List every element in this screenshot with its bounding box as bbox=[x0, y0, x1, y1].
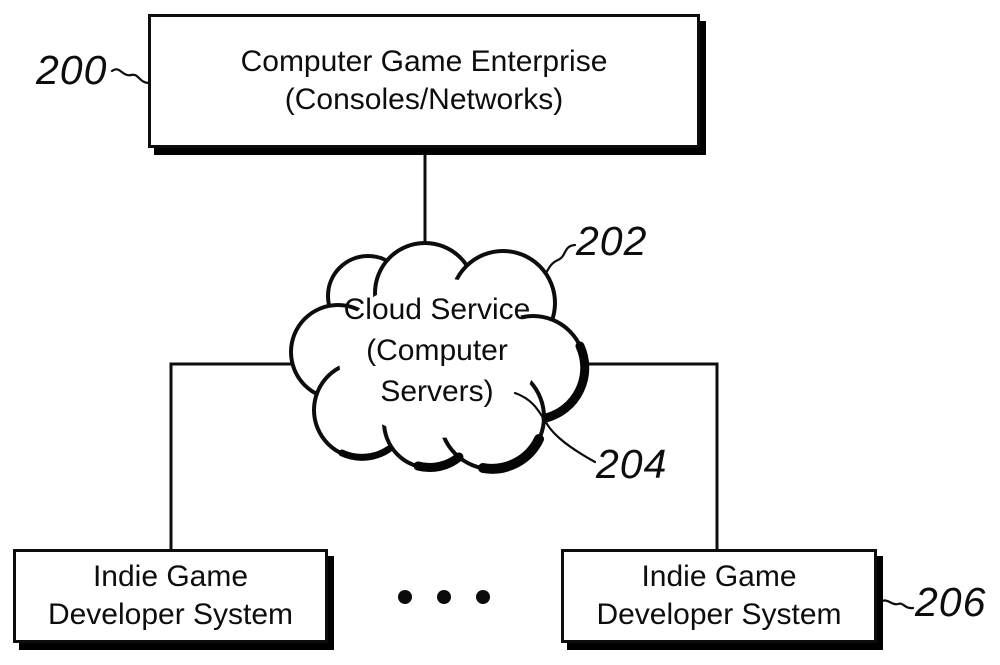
node-indie-left-line1: Indie Game bbox=[92, 560, 249, 593]
cloud-shadow-strokes bbox=[338, 341, 590, 474]
node-indie-right-line1: Indie Game bbox=[641, 560, 797, 593]
node-indie-left-line2: Developer System bbox=[47, 598, 294, 631]
leader-204 bbox=[513, 391, 597, 464]
node-indie-right: Indie Game Developer System bbox=[561, 549, 877, 643]
cloud-icon bbox=[289, 241, 587, 471]
node-cloud-label: Cloud Service (Computer Servers) bbox=[297, 289, 577, 412]
connector-cloud-indie-right bbox=[560, 362, 719, 552]
node-indie-right-line2: Developer System bbox=[596, 598, 842, 631]
ref-label-204: 204 bbox=[596, 441, 668, 487]
node-cloud-line3: Servers) bbox=[380, 375, 494, 408]
node-enterprise-line2: (Consoles/Networks) bbox=[284, 83, 564, 116]
connector-cloud-indie-left bbox=[169, 362, 330, 552]
leader-200 bbox=[110, 68, 151, 85]
leader-202 bbox=[544, 243, 577, 275]
node-enterprise: Computer Game Enterprise (Consoles/Netwo… bbox=[148, 14, 700, 148]
leader-206 bbox=[877, 599, 915, 610]
ref-label-202: 202 bbox=[576, 218, 648, 264]
ellipsis-dots bbox=[398, 590, 490, 604]
node-cloud-line2: (Computer bbox=[366, 334, 508, 367]
ref-label-206: 206 bbox=[915, 579, 987, 625]
node-cloud-line1: Cloud Service bbox=[343, 293, 531, 326]
ref-label-200: 200 bbox=[36, 47, 108, 93]
node-indie-left: Indie Game Developer System bbox=[13, 549, 328, 643]
node-enterprise-line1: Computer Game Enterprise bbox=[240, 45, 608, 78]
reference-leader-lines bbox=[110, 68, 915, 610]
